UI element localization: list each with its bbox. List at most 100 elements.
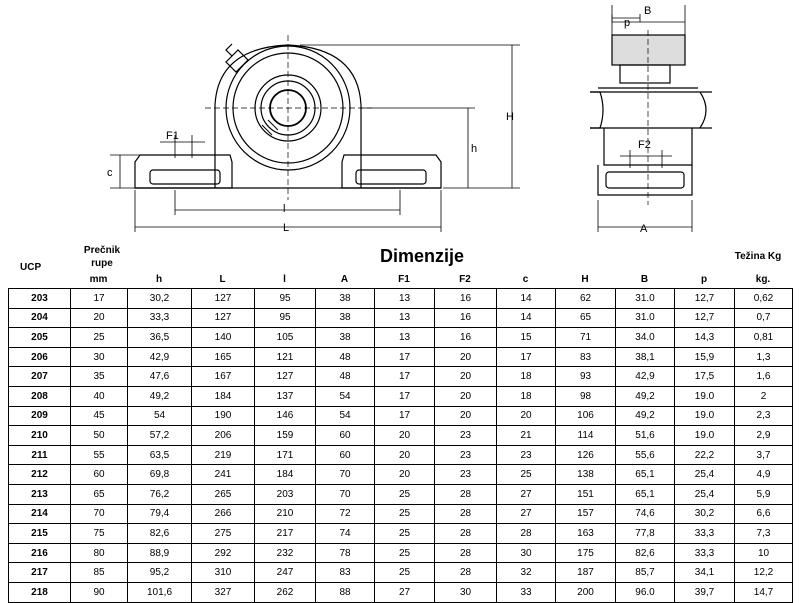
table-cell: 114 <box>555 425 616 446</box>
table-cell: 95 <box>254 307 316 329</box>
table-cell: 292 <box>191 542 255 564</box>
table-cell: 20 <box>374 444 435 466</box>
table-cell: 20 <box>70 307 128 329</box>
table-cell: 5,9 <box>734 483 793 505</box>
table-cell: 2 <box>734 385 793 407</box>
column-header: F2 <box>459 274 471 285</box>
table-cell: 65,1 <box>615 464 675 485</box>
ucp-cell: 216 <box>8 542 71 564</box>
table-cell: 80 <box>70 542 128 564</box>
table-cell: 49,2 <box>615 405 675 427</box>
table-cell: 20 <box>434 405 497 427</box>
table-cell: 14,7 <box>734 581 793 603</box>
table-cell: 14 <box>496 288 556 309</box>
table-cell: 79,4 <box>127 503 192 525</box>
table-cell: 83 <box>555 346 616 368</box>
table-cell: 17 <box>374 405 435 427</box>
table-cell: 2,9 <box>734 425 793 446</box>
side-view-drawing <box>590 5 712 232</box>
label-L: L <box>283 222 289 234</box>
table-cell: 95,2 <box>127 562 192 583</box>
label-B: B <box>644 5 651 17</box>
table-cell: 28 <box>434 503 497 525</box>
table-cell: 22,2 <box>674 444 735 466</box>
table-cell: 203 <box>254 483 316 505</box>
table-cell: 16 <box>434 327 497 348</box>
table-cell: 82,6 <box>127 523 192 544</box>
label-F1: F1 <box>166 130 179 142</box>
table-cell: 85,7 <box>615 562 675 583</box>
table-cell: 23 <box>434 425 497 446</box>
table-cell: 17,5 <box>674 366 735 387</box>
table-cell: 21 <box>496 425 556 446</box>
table-cell: 28 <box>496 523 556 544</box>
table-cell: 69,8 <box>127 464 192 485</box>
table-cell: 23 <box>496 444 556 466</box>
table-cell: 4,9 <box>734 464 793 485</box>
table-cell: 25 <box>374 562 435 583</box>
table-cell: 217 <box>254 523 316 544</box>
table-cell: 42,9 <box>615 366 675 387</box>
table-cell: 96.0 <box>615 581 675 603</box>
table-cell: 25 <box>374 483 435 505</box>
table-cell: 57,2 <box>127 425 192 446</box>
table-cell: 32 <box>496 562 556 583</box>
ucp-cell: 214 <box>8 503 71 525</box>
table-cell: 20 <box>434 366 497 387</box>
table-cell: 75 <box>70 523 128 544</box>
table-cell: 65 <box>70 483 128 505</box>
header-ucp: UCP <box>20 262 42 273</box>
table-cell: 15 <box>496 327 556 348</box>
ucp-cell: 206 <box>8 346 71 368</box>
table-cell: 13 <box>374 288 435 309</box>
table-cell: 28 <box>434 483 497 505</box>
table-cell: 90 <box>70 581 128 603</box>
table-cell: 38 <box>315 307 375 329</box>
table-cell: 17 <box>70 288 128 309</box>
table-cell: 60 <box>315 444 375 466</box>
table-cell: 106 <box>555 405 616 427</box>
table-cell: 275 <box>191 523 255 544</box>
column-header: p <box>700 274 708 285</box>
table-cell: 7,3 <box>734 523 793 544</box>
table-cell: 210 <box>254 503 316 525</box>
column-header: c <box>522 274 529 285</box>
label-A: A <box>640 223 648 235</box>
table-cell: 55,6 <box>615 444 675 466</box>
table-cell: 30,2 <box>127 288 192 309</box>
table-cell: 200 <box>555 581 616 603</box>
table-cell: 60 <box>70 464 128 485</box>
table-cell: 83 <box>315 562 375 583</box>
ucp-cell: 209 <box>8 405 71 427</box>
table-cell: 50 <box>70 425 128 446</box>
table-cell: 78 <box>315 542 375 564</box>
ucp-cell: 208 <box>8 385 71 407</box>
table-cell: 85 <box>70 562 128 583</box>
table-cell: 74,6 <box>615 503 675 525</box>
table-title: Dimenzije <box>380 246 465 266</box>
table-cell: 13 <box>374 307 435 329</box>
table-cell: 23 <box>434 464 497 485</box>
table-cell: 1,3 <box>734 346 793 368</box>
table-cell: 121 <box>254 346 316 368</box>
ucp-cell: 204 <box>8 307 71 329</box>
column-header: F1 <box>398 274 410 285</box>
table-cell: 72 <box>315 503 375 525</box>
column-header: A <box>340 274 349 285</box>
table-cell: 14,3 <box>674 327 735 348</box>
table-cell: 28 <box>434 562 497 583</box>
table-cell: 28 <box>434 542 497 564</box>
table-cell: 187 <box>555 562 616 583</box>
table-cell: 137 <box>254 385 316 407</box>
ucp-cell: 207 <box>8 366 71 387</box>
table-cell: 20 <box>496 405 556 427</box>
table-cell: 77,8 <box>615 523 675 544</box>
ucp-cell: 211 <box>8 444 71 466</box>
